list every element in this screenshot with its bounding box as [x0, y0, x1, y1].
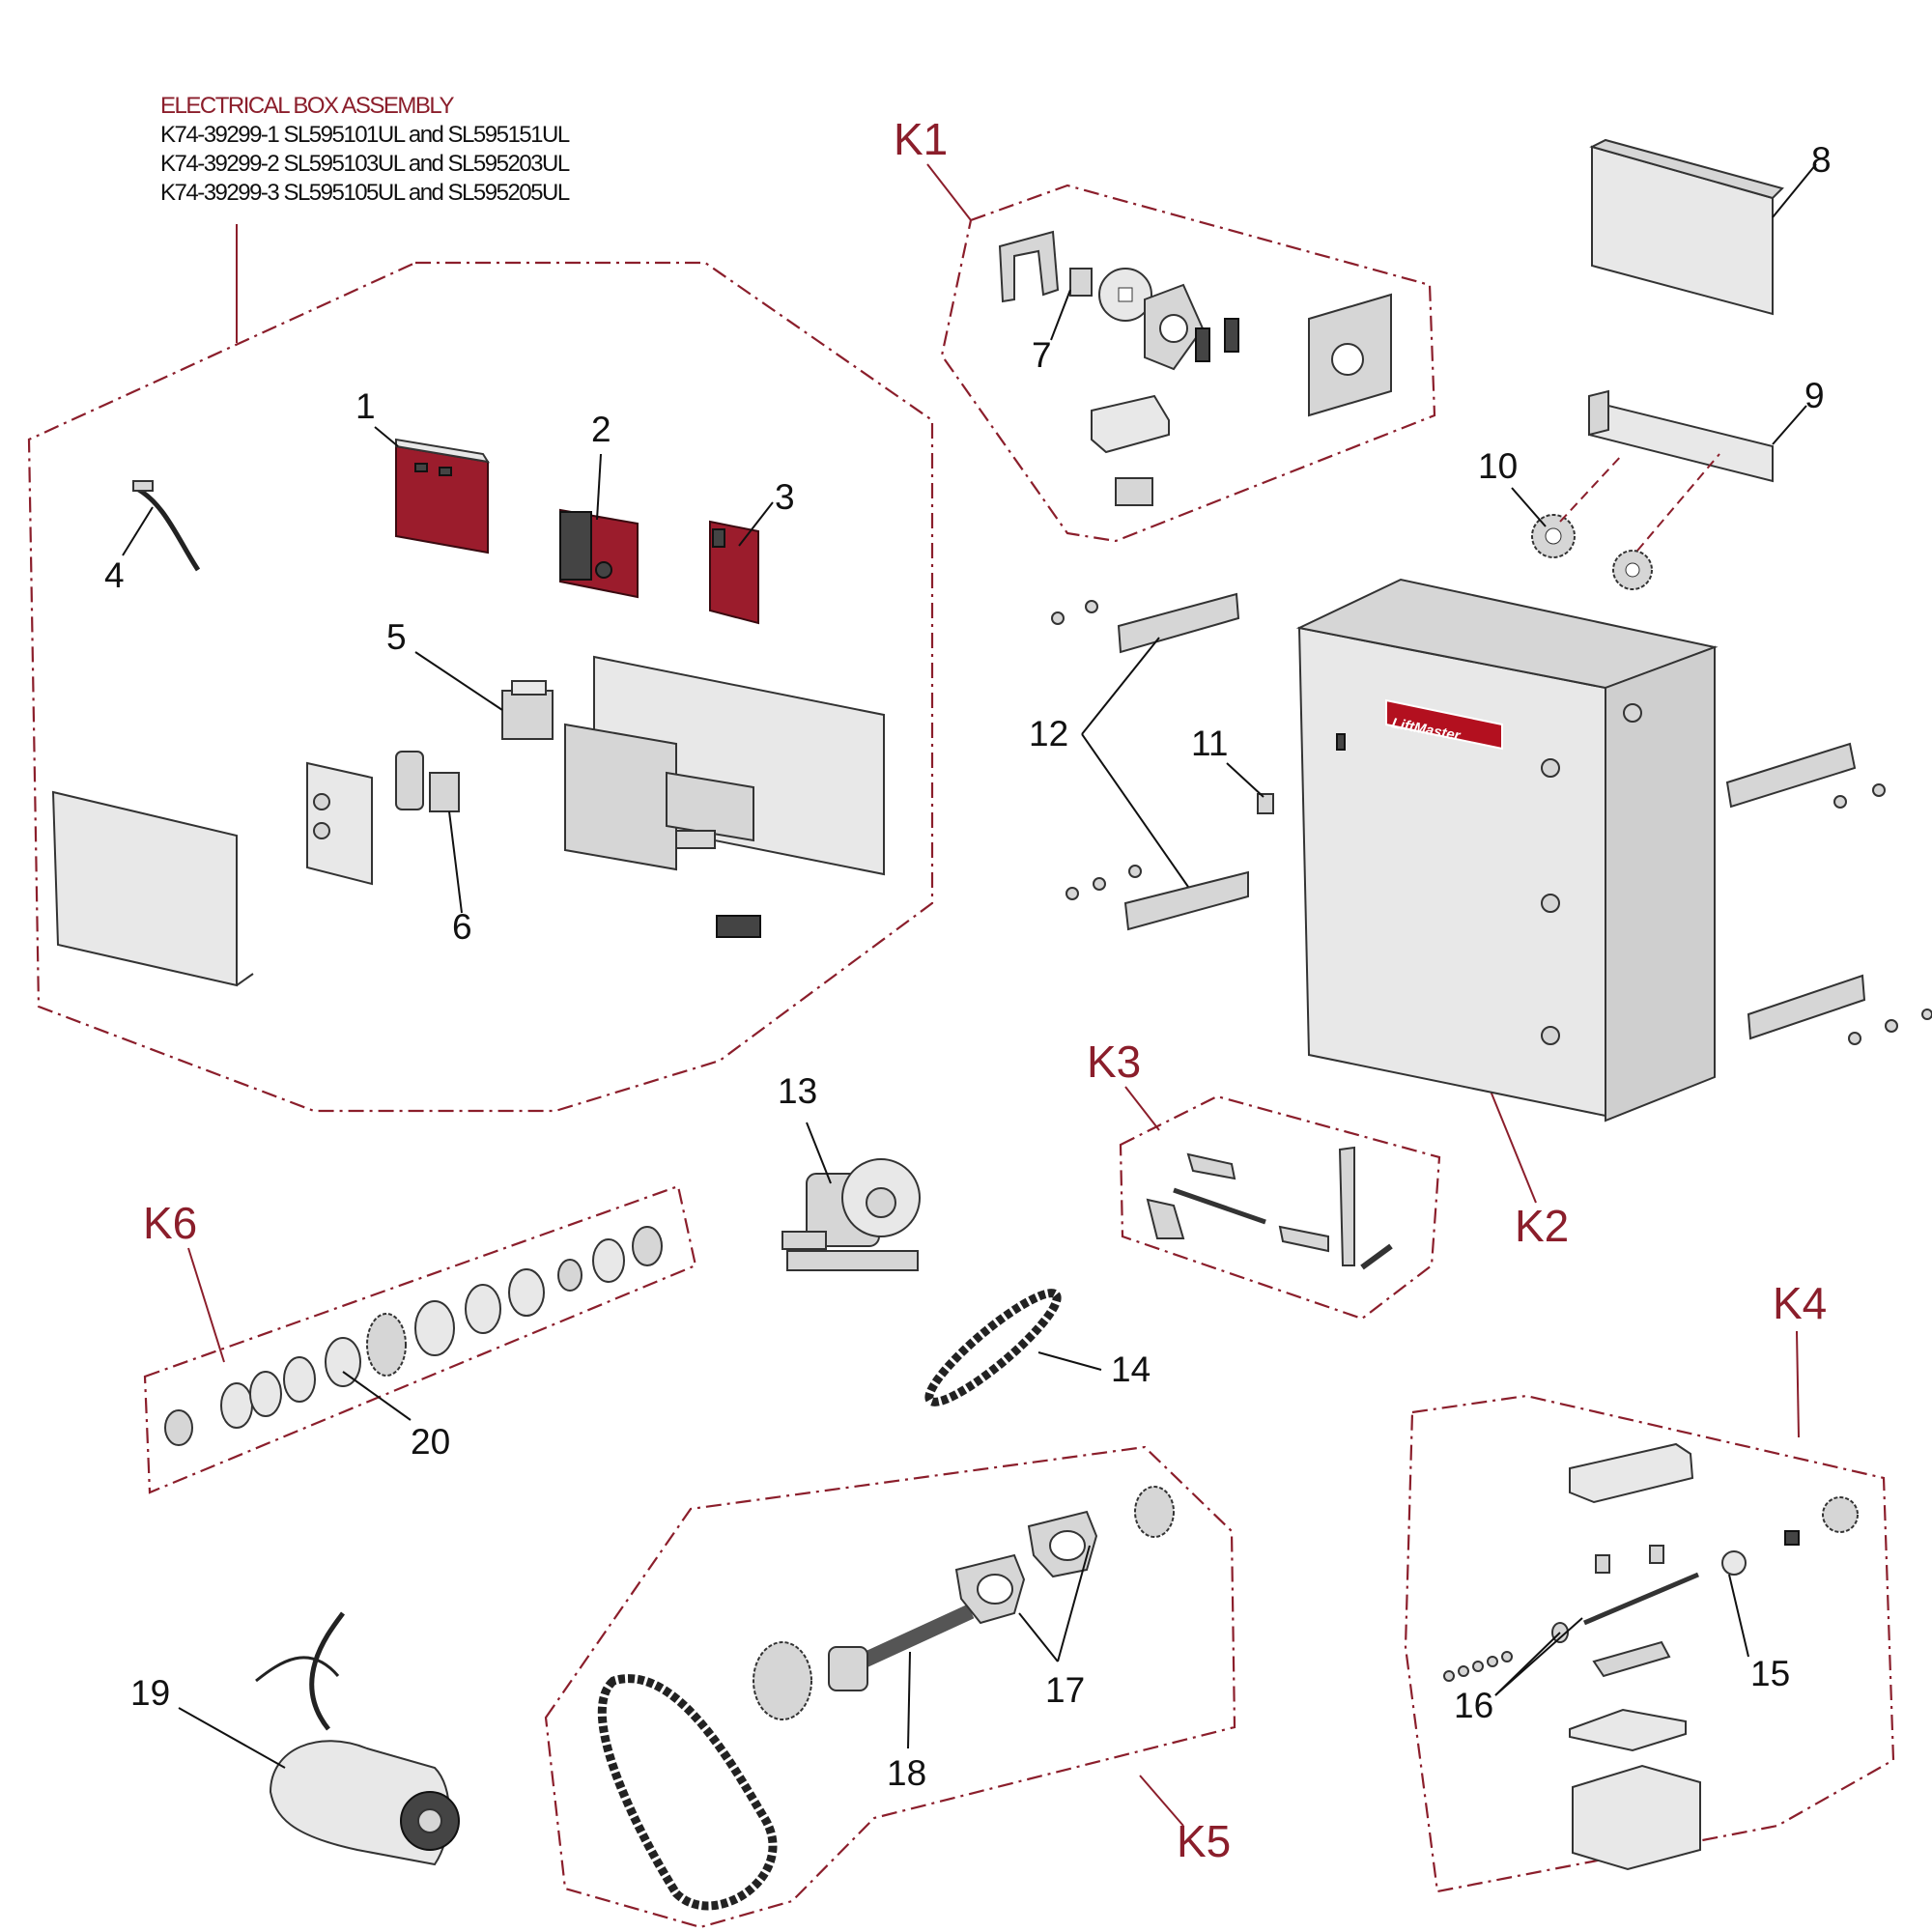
- outlet-plate-part: [306, 761, 373, 886]
- assembly-line-1: K74-39299-1 SL595101UL and SL595151UL: [160, 122, 570, 148]
- clip-11-part: [1257, 793, 1274, 814]
- kit-label-k2: K2: [1515, 1201, 1569, 1251]
- k4-limit-parts: [1443, 1442, 1859, 1871]
- callout-7: 7: [1032, 335, 1052, 375]
- drive-chain-part: [924, 1289, 1062, 1406]
- top-cover-part: [1589, 138, 1784, 316]
- k5-chain-part: [597, 1674, 778, 1911]
- callout-19: 19: [130, 1673, 170, 1713]
- k5-boundary: [544, 1445, 1236, 1929]
- k1-transformer-part: [1115, 477, 1153, 506]
- callout-6: 6: [452, 907, 472, 947]
- callout-17: 17: [1045, 1670, 1085, 1710]
- electrical-box-boundary: [27, 261, 934, 1113]
- sprocket-leader-a: [1559, 453, 1624, 523]
- cover-shield-part: [1091, 394, 1170, 454]
- mounting-rail-part: [1117, 592, 1866, 1040]
- kit-label-k3: K3: [1087, 1037, 1141, 1087]
- callout-1: 1: [355, 386, 376, 426]
- mounting-plate-part: [1308, 293, 1392, 417]
- sprocket-leader-b: [1636, 453, 1720, 552]
- k5-drive-parts: [753, 1486, 1175, 1720]
- k1-leader: [926, 163, 972, 221]
- k3-leader: [1124, 1086, 1160, 1131]
- callout-14: 14: [1111, 1350, 1151, 1389]
- control-board-part: [395, 438, 491, 554]
- k3-bracket-parts: [1146, 1146, 1393, 1270]
- gearbox-part: [781, 1158, 921, 1271]
- kit-label-k1: K1: [894, 114, 948, 164]
- callout-5: 5: [386, 617, 407, 657]
- k1-boundary: [940, 184, 1436, 543]
- kit-label-k5: K5: [1177, 1816, 1231, 1866]
- limit-bracket-part: [998, 230, 1060, 303]
- electrical-chassis-part: [564, 655, 885, 876]
- k5-leader: [1139, 1775, 1184, 1827]
- limit-nut-part: [1069, 268, 1093, 297]
- callout-4: 4: [104, 555, 125, 595]
- callout-8: 8: [1811, 140, 1832, 180]
- callout-20: 20: [411, 1422, 450, 1462]
- k3-boundary: [1119, 1094, 1441, 1321]
- callout-16: 16: [1454, 1686, 1493, 1725]
- callout-3: 3: [775, 477, 795, 517]
- assembly-title: ELECTRICAL BOX ASSEMBLY: [160, 93, 454, 119]
- callout-13: 13: [778, 1071, 817, 1111]
- rail-bolts-part: [1051, 600, 1932, 1045]
- assembly-line-2: K74-39299-2 SL595103UL and SL595203UL: [160, 151, 570, 177]
- washer-disc-part: [1098, 268, 1152, 322]
- limit-plate-part: [1144, 283, 1205, 371]
- motor-part: [255, 1611, 460, 1866]
- callout-12: 12: [1029, 714, 1068, 753]
- k6-leader: [187, 1247, 225, 1363]
- main-enclosure-part: LiftMaster: [1295, 578, 1719, 1122]
- callout-18: 18: [887, 1753, 926, 1793]
- outlet-part: [395, 751, 424, 810]
- ground-wire-part: [132, 480, 201, 572]
- limit-switch-part: [1195, 318, 1239, 362]
- k4-boundary: [1404, 1394, 1895, 1893]
- kit-label-k6: K6: [143, 1198, 197, 1248]
- rear-bracket-part: [1588, 389, 1774, 483]
- cover-plate-part: [51, 790, 254, 987]
- option-board-part: [709, 520, 759, 625]
- callout-10: 10: [1478, 446, 1518, 486]
- callout-2: 2: [591, 410, 611, 449]
- k4-leader: [1796, 1330, 1800, 1438]
- k6-hardware-parts: [164, 1226, 663, 1446]
- callout-9: 9: [1804, 376, 1825, 415]
- assembly-line-3: K74-39299-3 SL595105UL and SL595205UL: [160, 180, 570, 206]
- switch-part: [429, 772, 460, 812]
- callout-11: 11: [1191, 724, 1228, 763]
- kit-label-k4: K4: [1773, 1278, 1827, 1328]
- callout-15: 15: [1750, 1654, 1790, 1693]
- callout-leaders: [122, 163, 1817, 1769]
- transformer-part: [501, 680, 554, 740]
- relay-board-part: [559, 508, 639, 599]
- sprocket-10-part: [1531, 514, 1653, 590]
- terminal-strip-part: [716, 915, 761, 938]
